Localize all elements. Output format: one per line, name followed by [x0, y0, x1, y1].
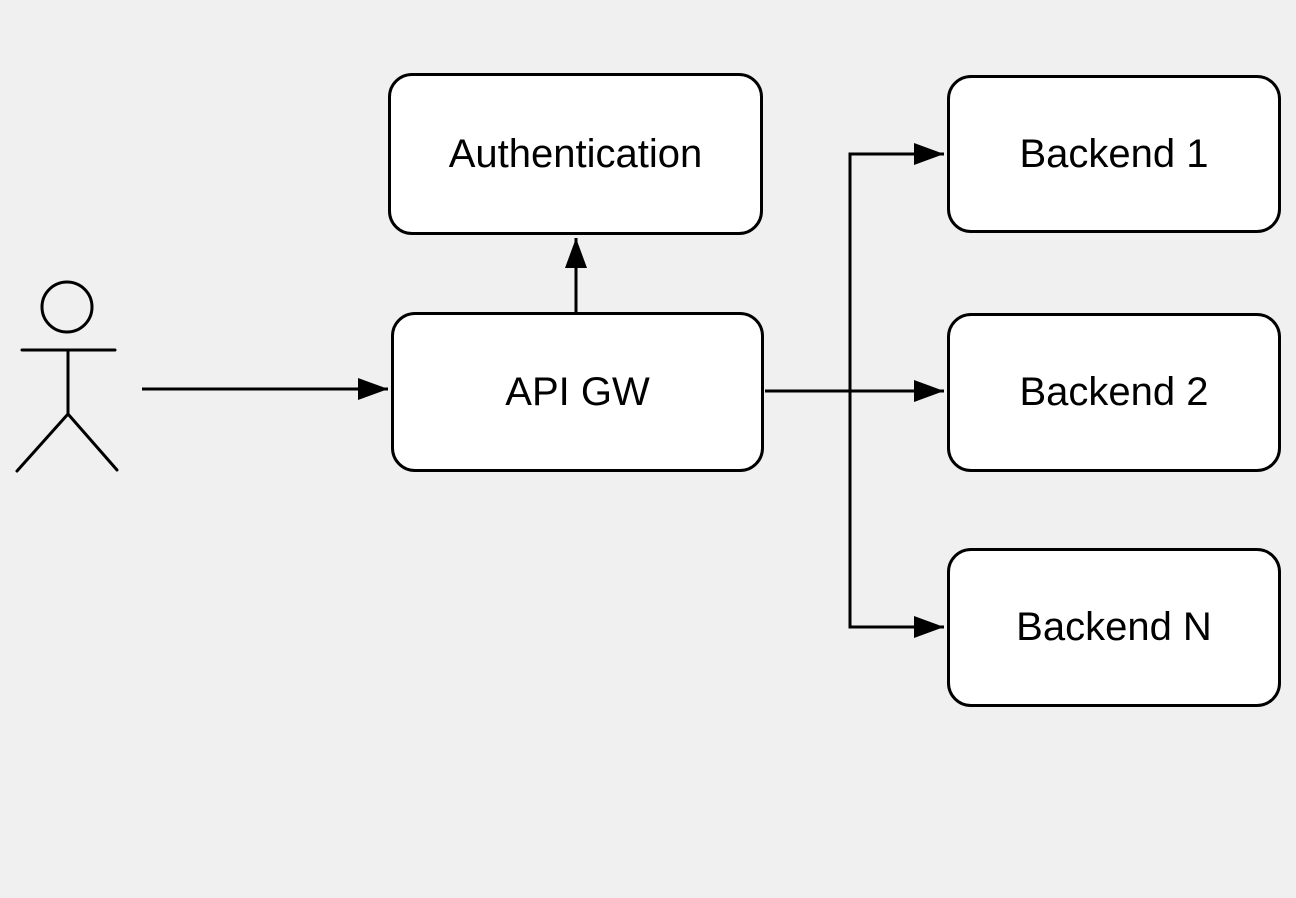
node-backend-2-label: Backend 2 [1019, 370, 1209, 414]
node-api-gw: API GW [391, 312, 764, 472]
node-authentication: Authentication [388, 73, 763, 235]
node-backend-n: Backend N [947, 548, 1281, 707]
actor-head [40, 280, 94, 334]
node-api-gw-label: API GW [505, 369, 650, 414]
edge-apigw-to-backend-n [765, 389, 944, 638]
node-backend-1: Backend 1 [947, 75, 1281, 233]
user-actor-icon [15, 280, 119, 473]
actor-right-leg [66, 412, 119, 472]
actor-left-leg [15, 412, 70, 473]
node-backend-n-label: Backend N [1016, 605, 1212, 649]
node-backend-1-label: Backend 1 [1019, 131, 1209, 176]
edge-apigw-to-backend-1 [765, 143, 944, 393]
node-backend-2: Backend 2 [947, 313, 1281, 472]
node-authentication-label: Authentication [448, 131, 703, 176]
